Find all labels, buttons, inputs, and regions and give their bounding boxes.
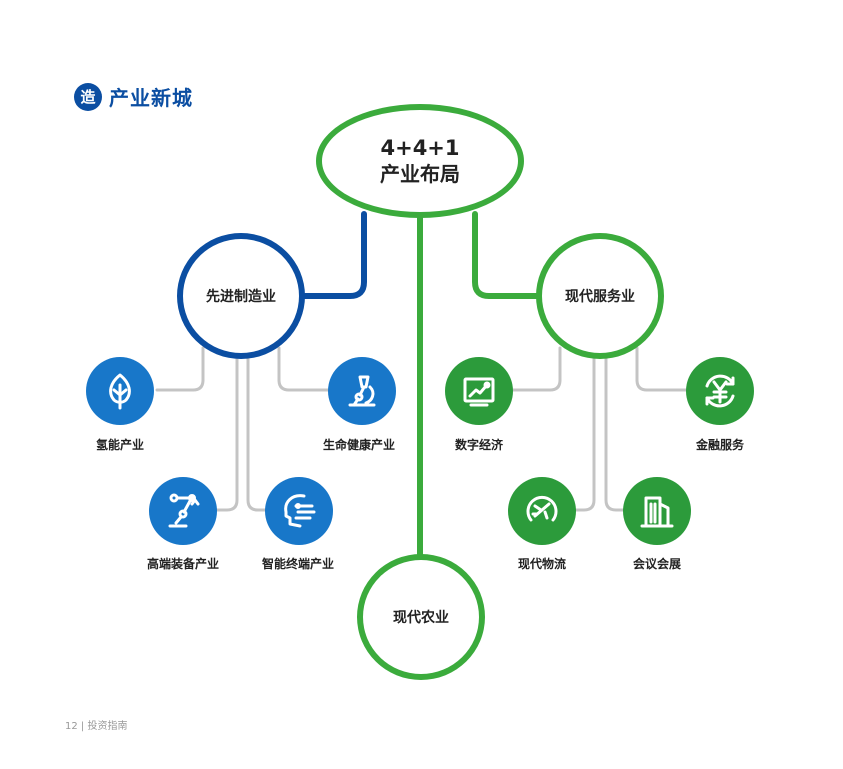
branch-node-services: 现代服务业 xyxy=(536,233,664,359)
root-node-title: 4+4+1 xyxy=(380,136,460,160)
branch-node-agriculture: 现代农业 xyxy=(357,554,485,680)
leaf-icon xyxy=(86,357,154,425)
root-node-subtitle: 产业布局 xyxy=(380,162,460,186)
chart-board-icon xyxy=(445,357,513,425)
sub-label-equipment: 高端装备产业 xyxy=(146,557,220,571)
connector-mfg-equipment xyxy=(214,356,239,512)
yen-icon xyxy=(686,357,754,425)
connector-mfg-terminal xyxy=(246,356,268,512)
sub-label-hydrogen: 氢能产业 xyxy=(95,438,145,452)
sub-label-logistics: 现代物流 xyxy=(517,557,567,571)
sub-label-expo: 会议会展 xyxy=(632,557,682,571)
airplane-icon xyxy=(508,477,576,545)
sub-label-finance: 金融服务 xyxy=(695,438,745,452)
microscope-icon xyxy=(328,357,396,425)
page-title: 产业新城 xyxy=(109,86,193,110)
branch-label-agriculture: 现代农业 xyxy=(393,610,449,626)
branch-node-manufacturing: 先进制造业 xyxy=(177,233,305,359)
connector-root-services xyxy=(472,211,541,299)
connector-svc-logistics xyxy=(573,356,596,512)
connector-root-manufacturing xyxy=(299,211,367,299)
connector-svc-finance xyxy=(635,346,689,392)
sub-label-terminal: 智能终端产业 xyxy=(261,557,335,571)
page-header: 造 产业新城 xyxy=(74,82,193,111)
page-footer: 12 | 投资指南 xyxy=(65,721,128,732)
connector-mfg-health xyxy=(277,346,331,392)
sub-label-digital: 数字经济 xyxy=(454,438,504,452)
branch-label-manufacturing: 先进制造业 xyxy=(206,289,276,305)
brand-logo-icon: 造 xyxy=(74,82,102,111)
sub-label-health: 生命健康产业 xyxy=(322,438,396,452)
connector-svc-expo xyxy=(604,356,627,512)
connector-mfg-hydrogen xyxy=(155,346,205,392)
robot-arm-icon xyxy=(149,477,217,545)
building-icon xyxy=(623,477,691,545)
branch-label-services: 现代服务业 xyxy=(565,289,635,305)
connector-svc-digital xyxy=(510,346,562,392)
ai-head-icon xyxy=(265,477,333,545)
root-node: 4+4+1 产业布局 xyxy=(316,104,524,218)
